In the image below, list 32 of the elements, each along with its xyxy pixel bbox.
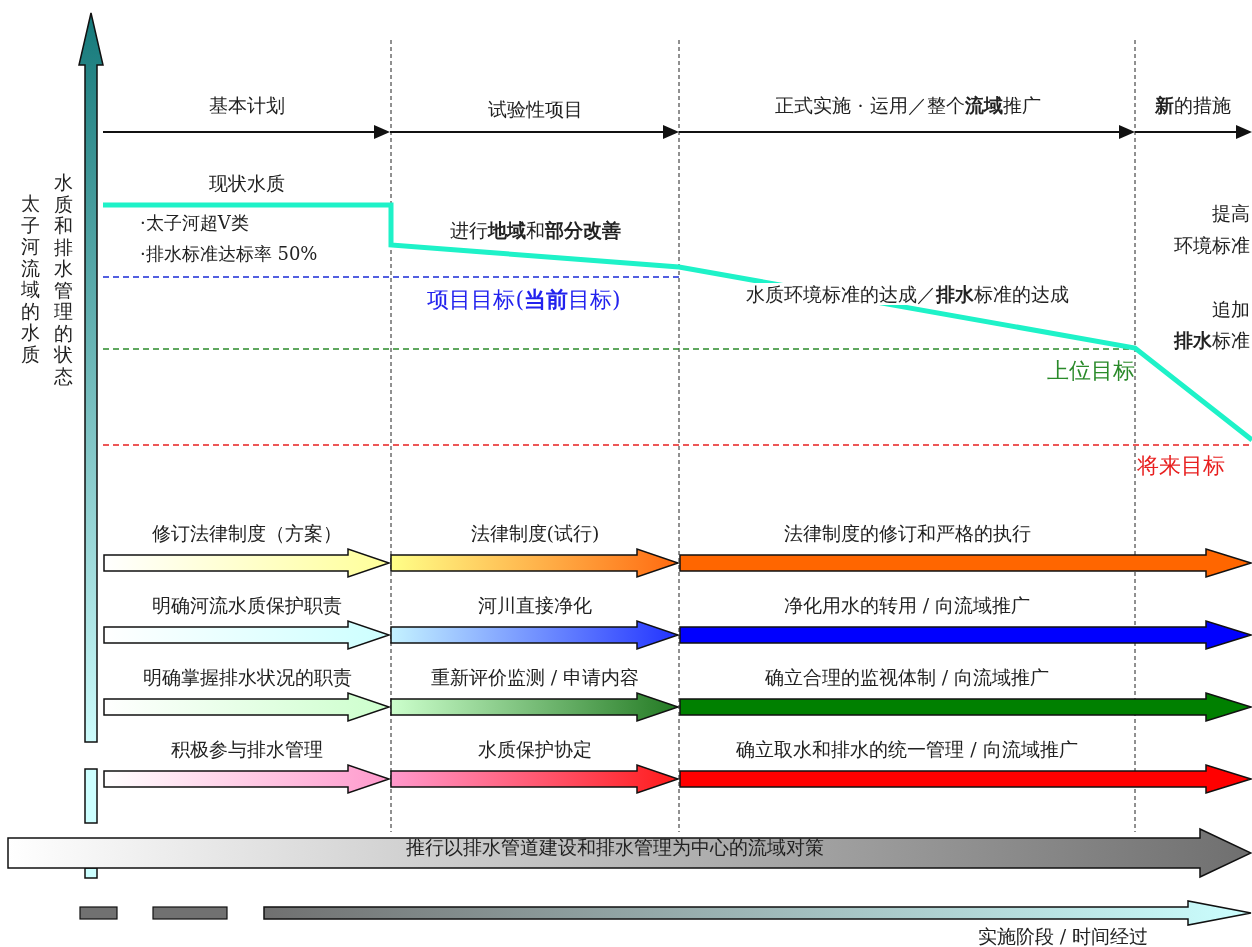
note-text: 追加	[1212, 298, 1250, 320]
axis-label: 太子河流域的水质	[20, 193, 40, 365]
phase-label: 新的措施	[1155, 94, 1231, 116]
note-text: 提高	[1212, 202, 1250, 224]
arrow-label: 确立合理的监视体制 / 向流域推广	[764, 666, 1050, 688]
note-text: 环境标准	[1174, 234, 1250, 256]
phase-label: 试验性项目	[487, 98, 583, 120]
arrow-label: 法律制度的修订和严格的执行	[783, 522, 1031, 544]
axis-label: 水质和排水管理的状态	[53, 172, 73, 387]
phase-label: 正式实施 · 运用／整个流域推广	[775, 94, 1041, 116]
arrow-label: 推行以排水管道建设和排水管理为中心的流域对策	[406, 836, 824, 858]
target-label: 上位目标	[1047, 360, 1135, 382]
phase-label: 基本计划	[209, 94, 285, 116]
arrow-label: 河川直接净化	[478, 594, 592, 616]
arrow-label: 明确掌握排水状况的职责	[142, 666, 352, 688]
status-heading: 现状水质	[209, 172, 285, 194]
note-text: ·太子河超Ⅴ类	[140, 212, 249, 234]
arrow-label: 法律制度(试行)	[470, 522, 600, 544]
target-label: 项目目标(当前目标)	[427, 288, 621, 311]
arrow-label: 积极参与排水管理	[171, 738, 323, 760]
arrow-label: 水质保护协定	[478, 738, 592, 760]
arrow-label: 重新评价监测 / 申请内容	[430, 666, 640, 688]
arrow-label: 确立取水和排水的统一管理 / 向流域推广	[736, 738, 1078, 760]
note-text: 水质环境标准的达成／排水标准的达成	[745, 283, 1069, 305]
note-text: 排水标准	[1174, 329, 1250, 351]
note-text: 进行地域和部分改善	[449, 219, 621, 241]
arrow-label: 净化用水的转用 / 向流域推广	[783, 594, 1031, 616]
arrow-label: 明确河流水质保护职责	[152, 594, 342, 616]
target-label: 将来目标	[1137, 455, 1225, 477]
arrow-label: 实施阶段 / 时间经过	[977, 925, 1149, 947]
arrow-label: 修订法律制度（方案）	[152, 522, 342, 544]
note-text: ·排水标准达标率 50%	[140, 243, 318, 265]
